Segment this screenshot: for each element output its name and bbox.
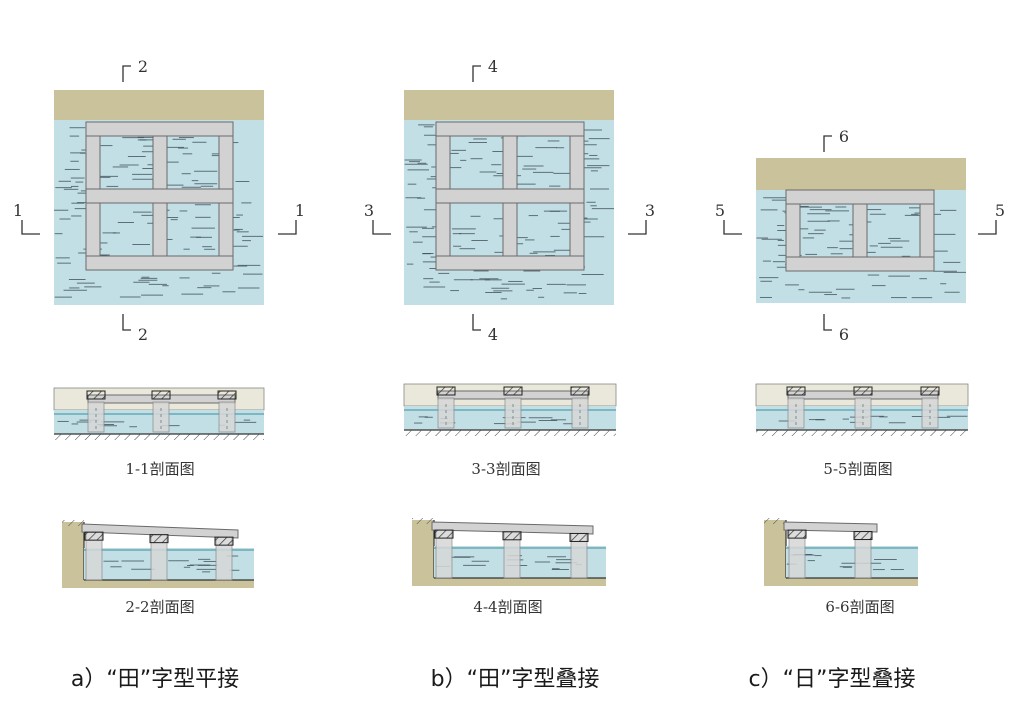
longitudinal-section: 5-5剖面图 — [755, 383, 969, 478]
ground-hatch — [54, 434, 264, 440]
cross-section: 2-2剖面图 — [62, 520, 254, 616]
beam-horizontal — [435, 188, 585, 204]
hatched-beam-section — [853, 531, 873, 541]
section-cut-mark — [472, 314, 481, 331]
section-caption: 3-3剖面图 — [471, 460, 540, 478]
longitudinal-section: 3-3剖面图 — [403, 383, 617, 478]
beam-horizontal — [785, 256, 935, 272]
soil-bank — [404, 90, 614, 120]
sloped-deck — [431, 521, 594, 535]
hatched-beam-section — [569, 532, 589, 542]
beam-lattice — [435, 121, 585, 271]
beam-horizontal — [435, 255, 585, 271]
section-caption: 4-4剖面图 — [473, 598, 542, 616]
hatched-beam-section — [151, 390, 171, 400]
soil-bank — [756, 158, 966, 190]
hatched-beam-section — [920, 386, 940, 396]
section-cut-mark — [628, 220, 647, 235]
section-caption: 5-5剖面图 — [823, 460, 892, 478]
section-cut-label: 6 — [839, 127, 849, 146]
section-cut-label: 4 — [488, 57, 498, 76]
panel-subtitle: c）“日”字型叠接 — [749, 667, 916, 692]
panel-a: 2 2 1 1 1-1剖面图 2-2剖面图 a）“田”字型平接 — [13, 57, 305, 692]
panel-subtitle: b）“田”字型叠接 — [431, 667, 600, 692]
beam-lattice — [85, 121, 234, 271]
beam-lattice — [785, 189, 935, 272]
section-cut-mark — [978, 220, 997, 235]
hatched-beam-section — [149, 534, 169, 544]
plan-view: 6 6 5 5 — [715, 127, 1005, 344]
ground-hatch — [756, 430, 968, 436]
panel-b: 4 4 3 3 3-3剖面图 4-4剖面图 b）“田”字型叠接 — [364, 57, 655, 692]
section-cut-mark — [278, 220, 297, 235]
section-caption: 6-6剖面图 — [825, 598, 894, 616]
longitudinal-section: 1-1剖面图 — [53, 387, 265, 478]
bank-soil — [412, 520, 606, 586]
section-cut-mark — [122, 65, 131, 82]
hatched-beam-section — [434, 529, 454, 539]
section-cut-mark — [372, 220, 391, 235]
ground-hatch — [404, 430, 616, 436]
section-cut-label: 1 — [13, 201, 23, 220]
beam-horizontal — [435, 121, 585, 137]
bank-soil — [764, 520, 918, 586]
panel-c: 6 6 5 5 5-5剖面图 6-6剖面图 c）“日”字型叠接 — [715, 127, 1005, 692]
section-cut-mark — [723, 220, 742, 235]
cross-section: 6-6剖面图 — [764, 518, 918, 616]
hatched-beam-section — [436, 386, 456, 396]
hatched-beam-section — [502, 531, 522, 541]
sloped-deck — [783, 521, 878, 533]
panel-subtitle: a）“田”字型平接 — [71, 667, 239, 692]
beam-horizontal — [85, 121, 234, 137]
beam-horizontal — [85, 188, 234, 204]
hatched-beam-section — [86, 390, 106, 400]
section-caption: 2-2剖面图 — [125, 598, 194, 616]
bank-hatch — [764, 518, 786, 524]
section-cut-label: 5 — [715, 201, 725, 220]
section-cut-label: 2 — [138, 57, 148, 76]
sloped-deck — [81, 523, 239, 539]
plan-view: 2 2 1 1 — [13, 57, 305, 344]
cross-section: 4-4剖面图 — [412, 518, 606, 616]
hatched-beam-section — [786, 386, 806, 396]
hatched-beam-section — [787, 529, 807, 539]
section-cut-mark — [21, 220, 40, 235]
hatched-beam-section — [84, 531, 104, 541]
soil-bank — [54, 90, 264, 120]
section-water — [786, 546, 918, 578]
hatched-beam-section — [214, 536, 234, 546]
beam-horizontal — [85, 255, 234, 271]
hatched-beam-section — [570, 386, 590, 396]
plan-view: 4 4 3 3 — [364, 57, 655, 344]
hatched-beam-section — [503, 386, 523, 396]
section-caption: 1-1剖面图 — [125, 460, 194, 478]
section-cut-label: 3 — [364, 201, 374, 220]
bank-soil — [62, 522, 254, 588]
bank-hatch — [412, 518, 434, 524]
section-cut-label: 6 — [839, 325, 849, 344]
section-cut-label: 1 — [295, 201, 305, 220]
section-cut-mark — [823, 135, 832, 152]
section-cut-label: 4 — [488, 325, 498, 344]
section-cut-mark — [472, 65, 481, 82]
hatched-beam-section — [853, 386, 873, 396]
section-cut-mark — [122, 314, 131, 331]
section-cut-label: 3 — [645, 201, 655, 220]
hatched-beam-section — [217, 390, 237, 400]
section-cut-label: 5 — [995, 201, 1005, 220]
beam-horizontal — [785, 189, 935, 205]
section-cut-mark — [823, 314, 832, 331]
section-cut-label: 2 — [138, 325, 148, 344]
bank-hatch — [62, 520, 84, 526]
